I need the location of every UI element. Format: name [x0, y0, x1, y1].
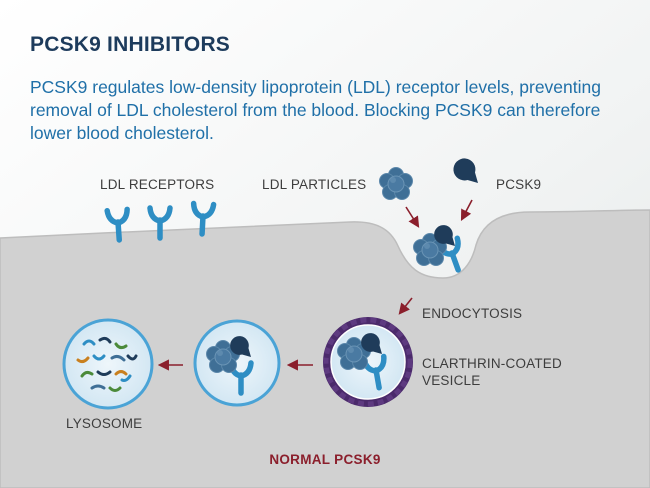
footer-caption: NORMAL PCSK9 [269, 452, 381, 467]
label-vesicle-line2: VESICLE [422, 373, 481, 388]
label-lysosome: LYSOSOME [66, 416, 143, 431]
lysosome [62, 318, 154, 410]
page-title: PCSK9 INHIBITORS [30, 33, 231, 56]
label-endocytosis: ENDOCYTOSIS [422, 306, 523, 321]
label-pcsk9: PCSK9 [496, 177, 542, 192]
arrow [405, 206, 420, 228]
arrow [460, 199, 473, 221]
arrow [398, 297, 413, 315]
label-ldl-particles: LDL PARTICLES [262, 177, 367, 192]
label-vesicle-line1: CLARTHRIN-COATED [422, 356, 562, 371]
label-ldl-receptors: LDL RECEPTORS [100, 177, 215, 192]
intro-paragraph: PCSK9 regulates low-density lipoprotein … [30, 77, 601, 143]
endosome [193, 319, 281, 407]
clathrin-coated-vesicle [323, 317, 413, 407]
